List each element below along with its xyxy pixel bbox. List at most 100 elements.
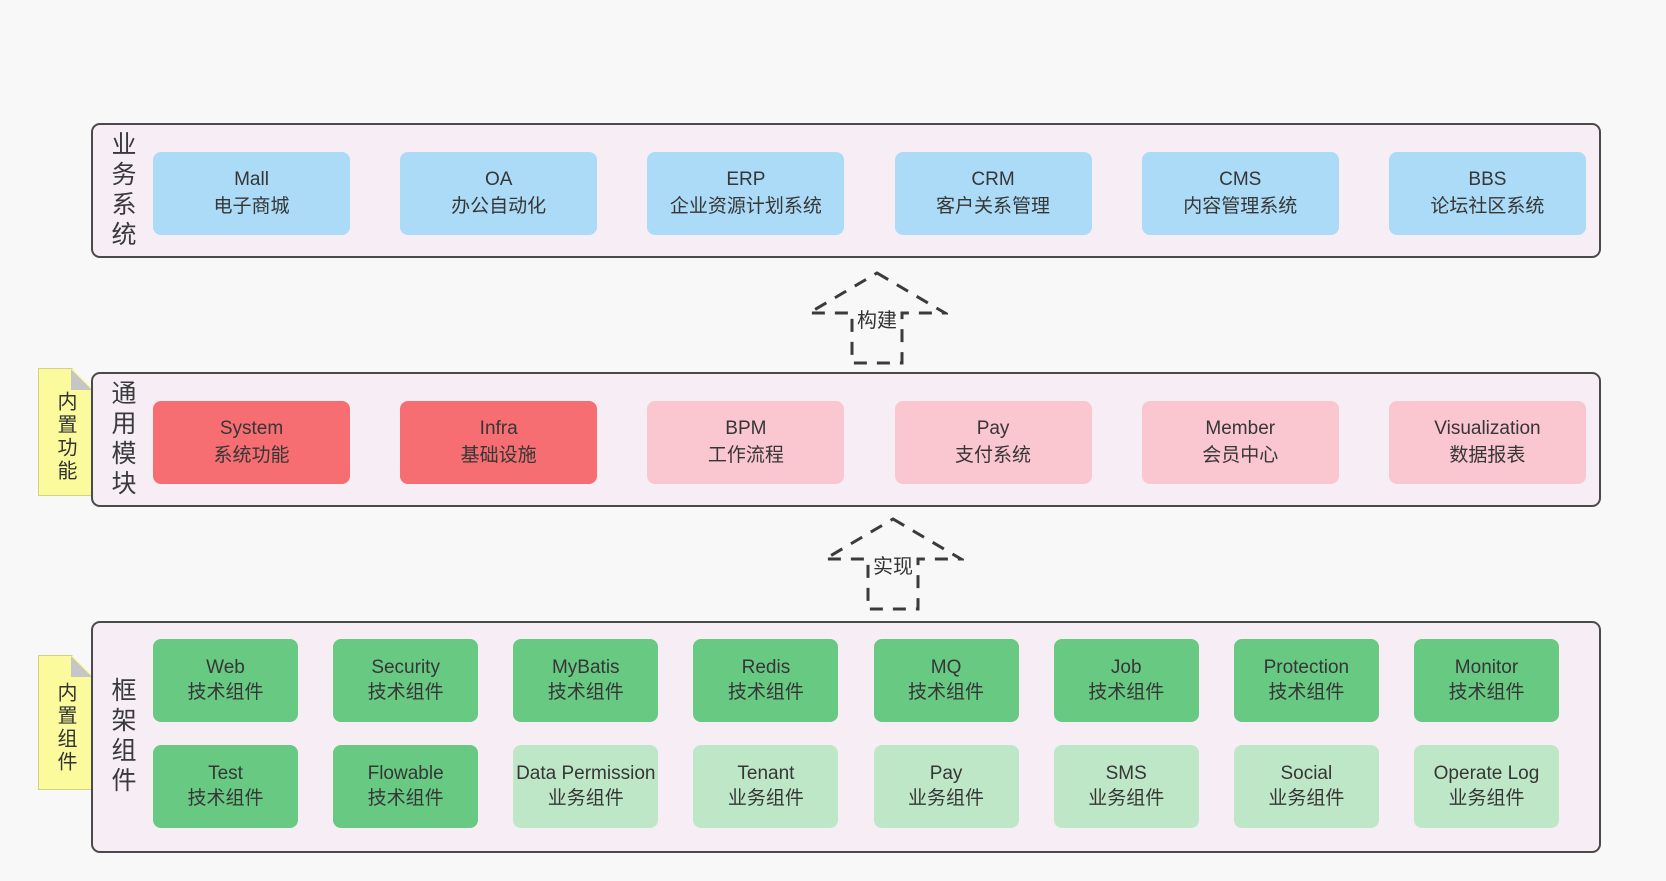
box-mall: Mall 电子商城 [153,152,350,235]
common-modules-row: System 系统功能 Infra 基础设施 BPM 工作流程 Pay 支付系统… [153,401,1586,484]
box-title: Data Permission [516,763,656,785]
box-visualization: Visualization 数据报表 [1388,401,1586,484]
box-subtitle: 企业资源计划系统 [669,195,822,217]
panel-label-common-modules: 通用模块 [108,379,136,500]
framework-components-grid: Web 技术组件 Security 技术组件 MyBatis 技术组件 Redi… [153,639,1559,828]
box-crm: CRM 客户关系管理 [894,152,1092,235]
box-subtitle: 电子商城 [213,195,290,217]
box-operate-log: Operate Log 业务组件 [1413,745,1559,828]
box-cms: CMS 内容管理系统 [1141,152,1339,235]
box-subtitle: 技术组件 [727,681,804,703]
box-subtitle: 业务组件 [727,787,804,809]
box-bbs: BBS 论坛社区系统 [1388,152,1586,235]
box-title: MQ [930,657,962,679]
box-subtitle: 技术组件 [1088,681,1165,703]
box-sms: SMS 业务组件 [1053,745,1199,828]
biz-components-row: Test 技术组件 Flowable 技术组件 Data Permission … [153,745,1559,828]
up-arrow-implement: 实现 [822,516,964,612]
box-subtitle: 论坛社区系统 [1430,195,1545,217]
folded-corner-icon [71,369,92,390]
box-subtitle: 技术组件 [187,787,264,809]
box-monitor: Monitor 技术组件 [1413,639,1559,722]
box-subtitle: 办公自动化 [451,195,547,217]
box-title: Test [208,763,243,785]
box-infra: Infra 基础设施 [400,401,598,484]
box-job: Job 技术组件 [1053,639,1199,722]
box-pay-module: Pay 支付系统 [894,401,1092,484]
sticky-note-built-in-features: 内置功能 [38,368,93,496]
box-erp: ERP 企业资源计划系统 [647,152,845,235]
box-subtitle: 业务组件 [1268,787,1345,809]
box-pay-component: Pay 业务组件 [873,745,1019,828]
sticky-note-label: 内置组件 [54,681,76,774]
box-member: Member 会员中心 [1141,401,1339,484]
dashed-up-arrow-icon [806,271,948,365]
box-subtitle: 会员中心 [1202,444,1279,466]
box-subtitle: 业务组件 [1448,787,1525,809]
box-subtitle: 支付系统 [955,444,1032,466]
sticky-note-built-in-components: 内置组件 [38,655,93,790]
sticky-note-label: 内置功能 [54,391,76,483]
box-subtitle: 业务组件 [908,787,985,809]
box-oa: OA 办公自动化 [400,152,598,235]
arrow-label-implement: 实现 [870,550,916,579]
tech-components-row: Web 技术组件 Security 技术组件 MyBatis 技术组件 Redi… [153,639,1559,722]
box-title: Security [371,657,440,679]
box-redis: Redis 技术组件 [693,639,839,722]
box-tenant: Tenant 业务组件 [693,745,839,828]
box-mq: MQ 技术组件 [873,639,1019,722]
box-title: Pay [929,763,963,785]
box-security: Security 技术组件 [333,639,479,722]
box-title: Visualization [1434,417,1541,439]
box-subtitle: 技术组件 [1448,681,1525,703]
up-arrow-build: 构建 [806,270,948,366]
box-flowable: Flowable 技术组件 [333,745,479,828]
box-title: Pay [976,417,1010,439]
box-subtitle: 工作流程 [707,444,784,466]
box-subtitle: 客户关系管理 [936,195,1051,217]
box-title: CMS [1219,168,1262,190]
box-title: System [219,417,284,439]
box-subtitle: 技术组件 [1268,681,1345,703]
panel-label-framework-components: 框架组件 [108,677,136,797]
box-title: Flowable [367,763,444,785]
box-title: BPM [725,417,767,439]
box-title: Operate Log [1433,763,1540,785]
box-title: Monitor [1454,657,1519,679]
box-title: MyBatis [551,657,620,679]
box-mybatis: MyBatis 技术组件 [513,639,659,722]
panel-common-modules: 通用模块 System 系统功能 Infra 基础设施 BPM 工作流程 Pay… [91,372,1601,507]
box-bpm: BPM 工作流程 [647,401,845,484]
box-subtitle: 内容管理系统 [1183,195,1298,217]
box-title: BBS [1468,168,1507,190]
box-title: Infra [479,417,518,439]
box-title: SMS [1105,763,1147,785]
box-title: Job [1110,657,1142,679]
box-subtitle: 技术组件 [547,681,624,703]
box-title: ERP [726,168,766,190]
box-title: OA [484,168,513,190]
panel-business-systems: 业务系统 Mall 电子商城 OA 办公自动化 ERP 企业资源计划系统 CRM… [91,123,1601,258]
panel-framework-components: 框架组件 Web 技术组件 Security 技术组件 MyBatis 技术组件… [91,621,1601,853]
box-title: Mall [234,168,269,190]
box-subtitle: 业务组件 [1088,787,1165,809]
box-title: Web [206,657,245,679]
box-protection: Protection 技术组件 [1233,639,1379,722]
box-title: Member [1205,417,1276,439]
box-social: Social 业务组件 [1233,745,1379,828]
box-subtitle: 业务组件 [547,787,624,809]
business-systems-row: Mall 电子商城 OA 办公自动化 ERP 企业资源计划系统 CRM 客户关系… [153,152,1586,235]
box-title: Redis [741,657,791,679]
box-subtitle: 基础设施 [460,444,537,466]
arrow-label-build: 构建 [854,304,900,333]
box-title: Tenant [737,763,795,785]
box-web: Web 技术组件 [153,639,298,722]
box-title: Protection [1263,657,1350,679]
box-subtitle: 技术组件 [187,681,264,703]
box-subtitle: 技术组件 [367,681,444,703]
box-subtitle: 技术组件 [908,681,985,703]
box-data-permission: Data Permission 业务组件 [513,745,659,828]
box-subtitle: 数据报表 [1449,444,1526,466]
folded-corner-icon [71,656,92,677]
box-subtitle: 技术组件 [367,787,444,809]
